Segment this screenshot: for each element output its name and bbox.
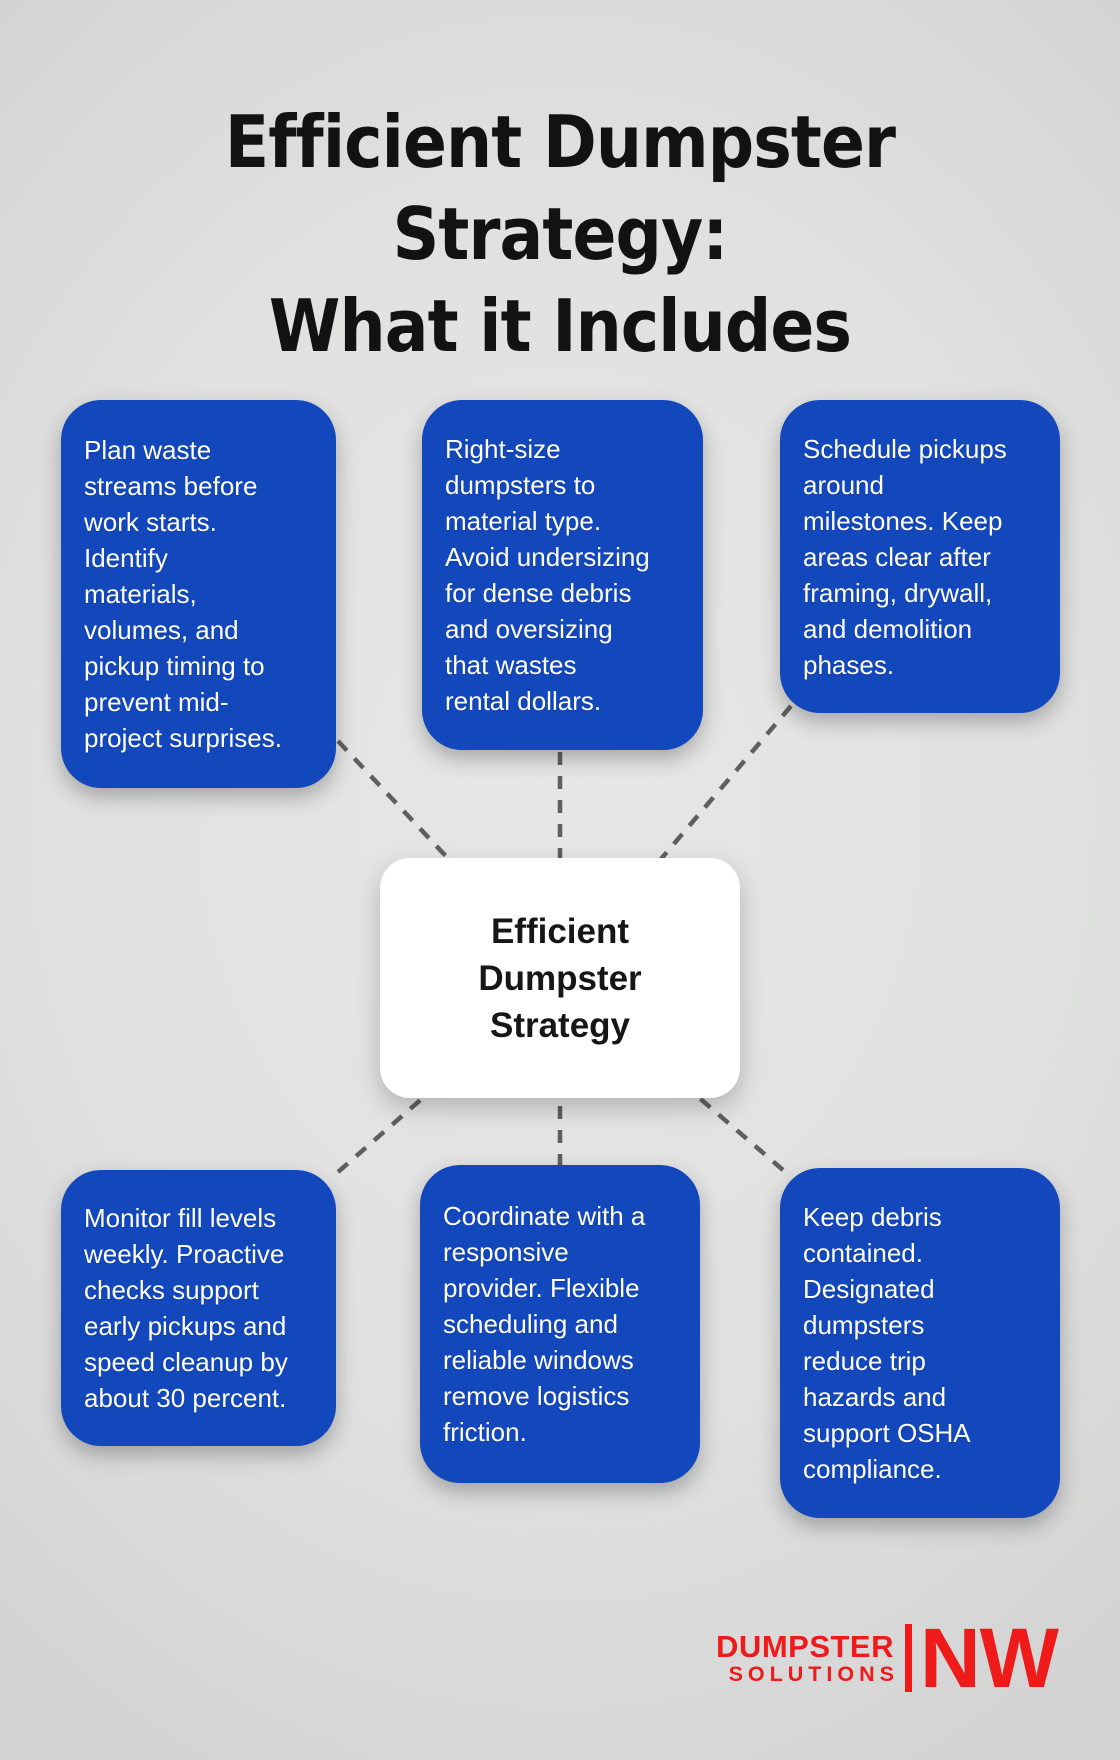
node-coordinate-provider: Coordinate with a responsive provider. F… (420, 1165, 700, 1483)
node-keep-debris-text: Keep debris contained. Designated dumpst… (803, 1202, 971, 1484)
node-schedule-pickups-text: Schedule pickups around milestones. Keep… (803, 433, 1007, 680)
node-plan-waste: Plan waste streams before work starts. I… (61, 400, 336, 788)
node-keep-debris: Keep debris contained. Designated dumpst… (780, 1168, 1060, 1518)
node-right-size: Right-size dumpsters to material type. A… (422, 400, 703, 750)
node-right-size-text: Right-size dumpsters to material type. A… (445, 434, 650, 716)
node-schedule-pickups: Schedule pickups around milestones. Keep… (780, 400, 1060, 713)
node-monitor-fill: Monitor fill levels weekly. Proactive ch… (61, 1170, 336, 1446)
logo-dumpster-text: DUMPSTER (716, 1628, 894, 1664)
node-monitor-fill-text: Monitor fill levels weekly. Proactive ch… (84, 1203, 288, 1413)
logo-wordmark: DUMPSTER SOLUTIONS (716, 1631, 894, 1685)
logo-nw-text: NW (920, 1611, 1059, 1705)
node-coordinate-provider-text: Coordinate with a responsive provider. F… (443, 1201, 646, 1447)
center-node: Efficient Dumpster Strategy (380, 858, 740, 1098)
node-plan-waste-text: Plan waste streams before work starts. I… (84, 435, 282, 753)
logo-divider-bar (905, 1624, 912, 1692)
brand-logo: DUMPSTER SOLUTIONS NW (716, 1611, 1059, 1705)
page-title: Efficient Dumpster Strategy: What it Inc… (224, 100, 896, 368)
center-node-label: Efficient Dumpster Strategy (478, 911, 642, 1045)
logo-solutions-text: SOLUTIONS (728, 1661, 899, 1686)
